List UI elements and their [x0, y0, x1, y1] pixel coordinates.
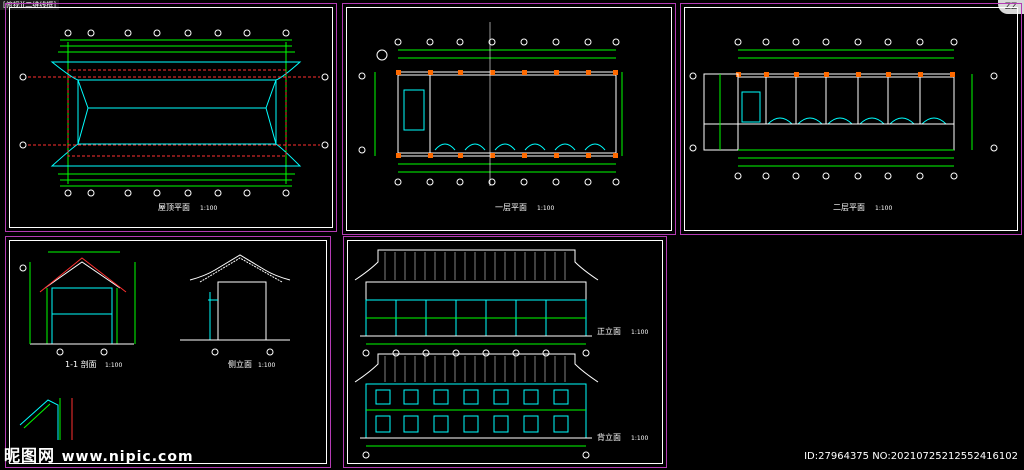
- first-floor-title: 一层平面: [495, 203, 527, 212]
- front-elevation-title: 正立面: [597, 326, 621, 336]
- elevation-panel: [343, 236, 667, 468]
- back-elevation-drawing: [354, 353, 599, 459]
- front-elevation-drawing: [354, 249, 599, 357]
- watermark-url: www.nipic.com: [61, 449, 194, 465]
- roof-plan-title: 屋顶平面: [158, 203, 190, 212]
- back-elevation-title: 背立面: [597, 432, 621, 442]
- second-floor-scale: 1:100: [875, 205, 892, 212]
- side-elevation-title: 侧立面: [228, 359, 252, 369]
- side-elevation-scale: 1:100: [258, 362, 275, 369]
- back-elevation-scale: 1:100: [631, 435, 648, 442]
- first-floor-scale: 1:100: [537, 205, 554, 212]
- section-title: 1-1 剖面: [65, 359, 97, 369]
- roof-plan-panel: [5, 3, 337, 232]
- section-scale: 1:100: [105, 362, 122, 369]
- second-floor-title: 二层平面: [833, 203, 865, 212]
- watermark: 昵图网 www.nipic.com: [4, 442, 194, 466]
- image-id-line: ID:27964375 NO:20210725212552416102: [804, 451, 1018, 462]
- viewport-tab[interactable]: [俯视][二维线框]: [0, 0, 59, 10]
- roof-plan-scale: 1:100: [200, 205, 217, 212]
- front-elevation-scale: 1:100: [631, 329, 648, 336]
- roof-plan-drawing: [19, 29, 329, 197]
- first-floor-drawing: [358, 22, 623, 186]
- second-floor-panel: [680, 3, 1022, 235]
- section-drawing: [19, 251, 136, 440]
- side-elevation-drawing: [180, 254, 291, 356]
- section-side-panel: [5, 236, 331, 468]
- second-floor-drawing: [689, 38, 998, 180]
- watermark-logo: 昵图网: [4, 446, 56, 465]
- first-floor-panel: [342, 3, 676, 235]
